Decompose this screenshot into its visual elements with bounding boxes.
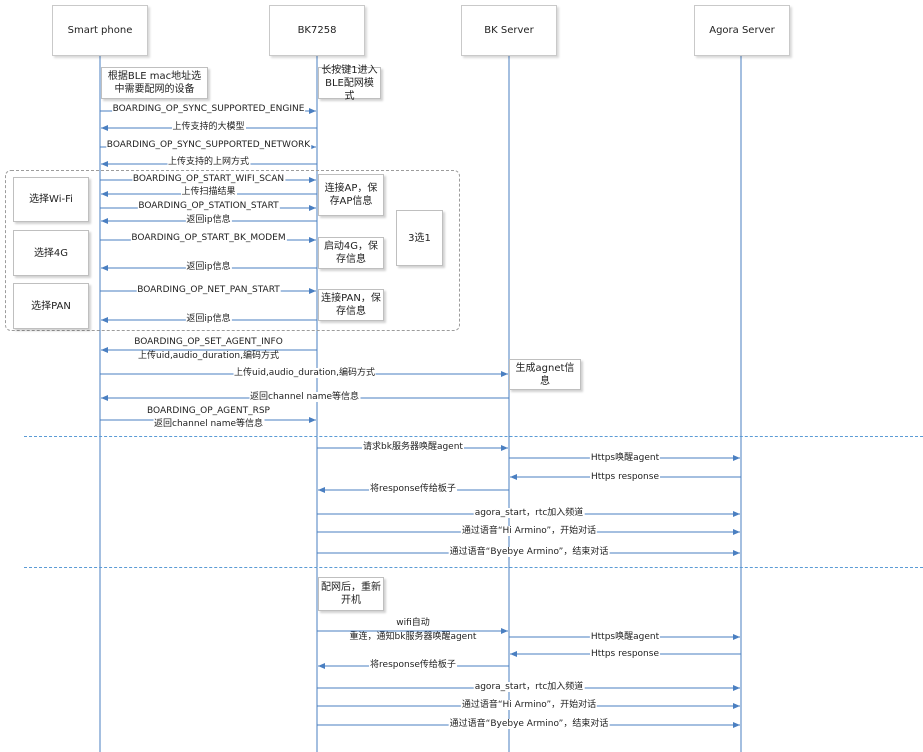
- message-label: 上传支持的大模型: [171, 122, 246, 132]
- note-long-press: 长按键1进入BLE配网模式: [318, 65, 381, 102]
- message-label: 返回channel name等信息: [153, 419, 264, 429]
- note-connect-ap: 连接AP，保存AP信息: [318, 174, 384, 216]
- message-label: agora_start，rtc加入频道: [473, 508, 585, 518]
- message-label: agora_start，rtc加入频道: [473, 682, 585, 692]
- note-generate-agent: 生成agnet信息: [509, 359, 581, 390]
- message-label: 上传扫描结果: [180, 187, 237, 197]
- choice-4g: 选择4G: [13, 230, 89, 276]
- message-label: 返回ip信息: [185, 215, 232, 225]
- message-label: Https response: [590, 649, 660, 659]
- message-label: BOARDING_OP_STATION_START: [137, 201, 280, 211]
- message-label: 上传uid,audio_duration,编码方式: [233, 368, 376, 378]
- message-label: 将response传给板子: [369, 484, 457, 494]
- message-label: 通过语音“Byebye Armino”，结束对话: [448, 719, 610, 729]
- message-label: 上传uid,audio_duration,编码方式: [137, 351, 280, 361]
- message-label: BOARDING_OP_START_BK_MODEM: [130, 233, 287, 243]
- lane-header-bk-server: BK Server: [461, 5, 557, 56]
- lane-header-phone: Smart phone: [52, 5, 148, 56]
- message-label: BOARDING_OP_START_WIFI_SCAN: [131, 174, 286, 184]
- lane-header-agora-server: Agora Server: [694, 5, 790, 56]
- message-label: 请求bk服务器唤醒agent: [362, 442, 464, 452]
- note-three-choice: 3选1: [396, 210, 443, 266]
- lane-label: Agora Server: [709, 25, 775, 36]
- message-label: 通过语音“Byebye Armino”，结束对话: [448, 547, 610, 557]
- message-label: Https response: [590, 472, 660, 482]
- message-label: BOARDING_OP_AGENT_RSP: [146, 406, 271, 416]
- message-label: Https唤醒agent: [589, 632, 661, 642]
- message-label: 通过语音“Hi Armino”，开始对话: [460, 700, 598, 710]
- message-label: 返回ip信息: [185, 262, 232, 272]
- lane-label: BK Server: [484, 25, 534, 36]
- message-label: BOARDING_OP_SYNC_SUPPORTED_ENGINE: [111, 104, 306, 114]
- choice-wifi: 选择Wi-Fi: [13, 177, 89, 222]
- note-start-4g: 启动4G，保存信息: [318, 237, 384, 269]
- message-label: 返回channel name等信息: [249, 392, 360, 402]
- message-label: 重连，通知bk服务器唤醒agent: [348, 632, 478, 642]
- message-label: 返回ip信息: [185, 314, 232, 324]
- choice-pan: 选择PAN: [13, 283, 89, 329]
- section-separator: [24, 436, 923, 437]
- message-label: BOARDING_OP_NET_PAN_START: [136, 285, 281, 295]
- message-label: 上传支持的上网方式: [166, 157, 251, 167]
- lane-header-bk7258: BK7258: [269, 5, 365, 56]
- message-label: 将response传给板子: [369, 660, 457, 670]
- message-label: wifi自动: [395, 618, 431, 628]
- lane-label: BK7258: [297, 25, 337, 36]
- note-select-device: 根据BLE mac地址选中需要配网的设备: [101, 67, 208, 99]
- note-connect-pan: 连接PAN，保存信息: [318, 289, 384, 321]
- lane-label: Smart phone: [67, 25, 133, 36]
- message-label: BOARDING_OP_SET_AGENT_INFO: [133, 337, 284, 347]
- message-label: Https唤醒agent: [589, 453, 661, 463]
- section-separator: [24, 567, 923, 568]
- message-label: 通过语音“Hi Armino”，开始对话: [460, 526, 598, 536]
- note-reboot: 配网后，重新开机: [318, 577, 384, 611]
- network-choice-frame: [5, 170, 460, 331]
- message-label: BOARDING_OP_SYNC_SUPPORTED_NETWORK: [105, 140, 312, 150]
